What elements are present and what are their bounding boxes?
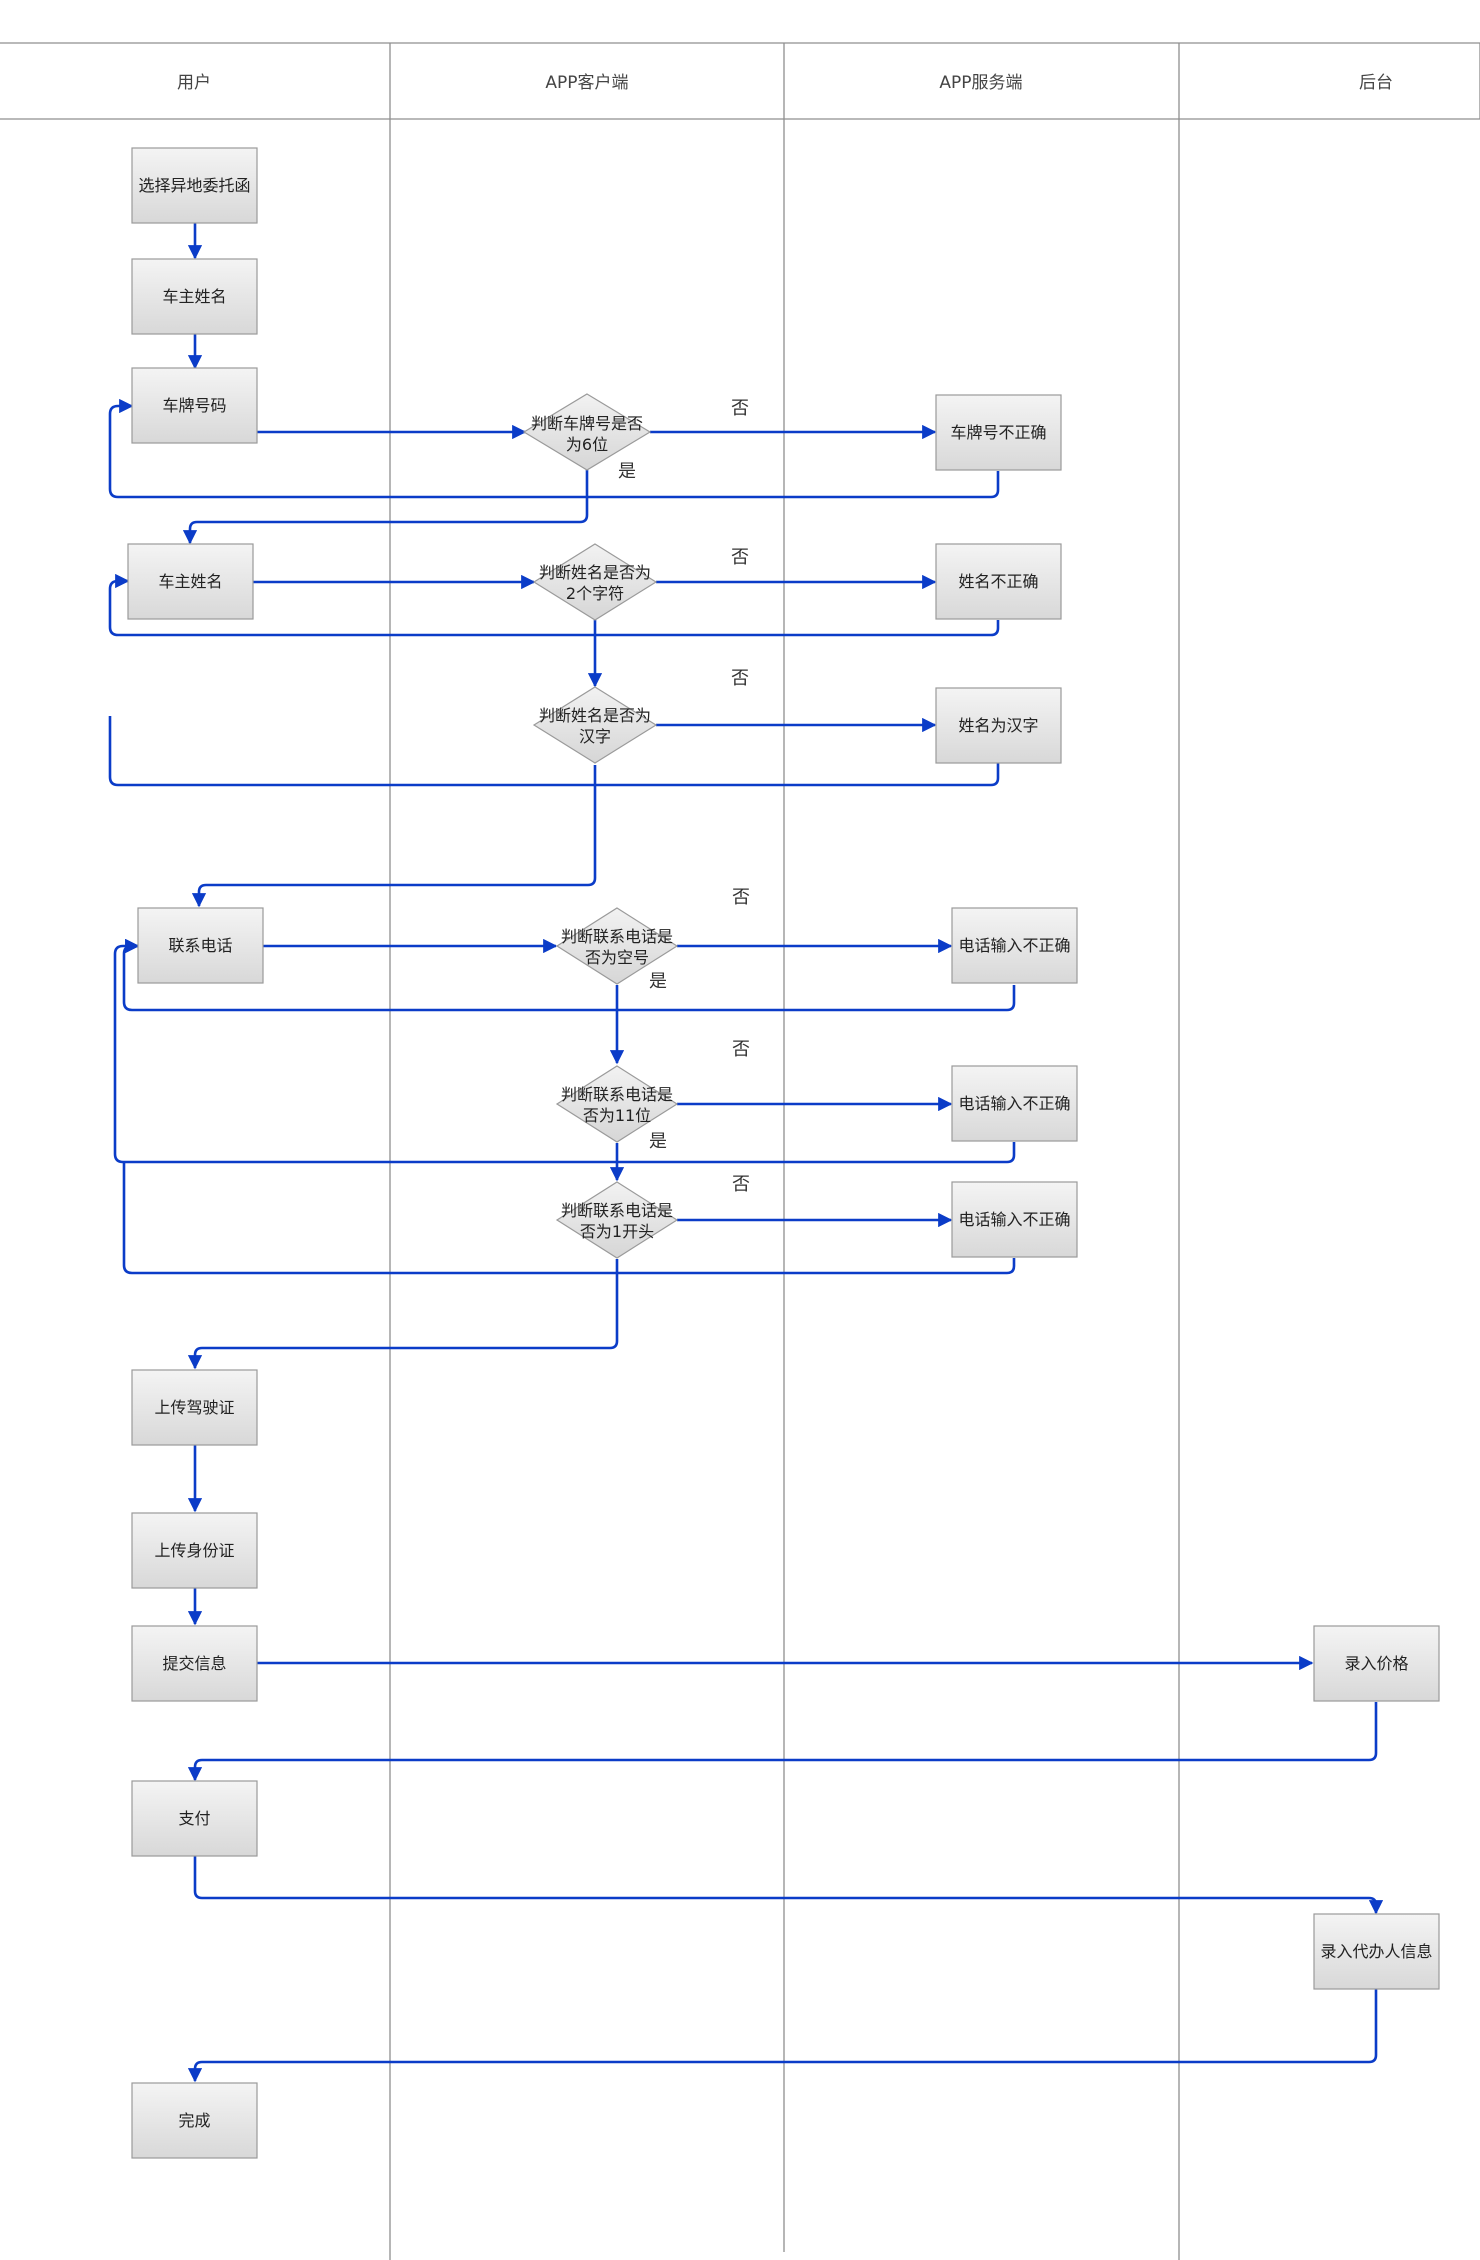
node-phone-label: 联系电话	[168, 936, 232, 955]
label-plate-no: 否	[731, 398, 749, 419]
edge-plate-check-yes	[182, 470, 589, 545]
node-upload-license-label: 上传驾驶证	[154, 1398, 234, 1417]
node-enter-price	[1313, 1625, 1440, 1702]
decision-phone-11	[555, 1065, 679, 1143]
connectors	[108, 223, 1384, 2083]
node-phone-error-2-label: 电话输入不正确	[958, 1094, 1070, 1113]
decision-plate-6-line1: 判断车牌号是否	[531, 414, 643, 433]
node-submit-label: 提交信息	[162, 1654, 226, 1673]
decision-phone-11-line1: 判断联系电话是	[561, 1085, 673, 1104]
node-phone-error-3-label: 电话输入不正确	[958, 1210, 1070, 1229]
node-enter-price-label: 录入价格	[1344, 1654, 1408, 1673]
node-enter-agent-label: 录入代办人信息	[1320, 1942, 1432, 1961]
node-name-error	[935, 543, 1062, 620]
node-phone-error-2	[951, 1065, 1078, 1142]
node-owner-name-1-label: 车主姓名	[162, 287, 226, 306]
edge-price-to-pay	[187, 1702, 1378, 1782]
edge-plate-error-return	[108, 398, 1000, 499]
label-han-no: 否	[731, 668, 749, 689]
node-upload-id-label: 上传身份证	[154, 1541, 234, 1560]
node-owner-name-2	[127, 543, 254, 620]
edge-pay-to-agent	[193, 1856, 1384, 1915]
node-phone-error-3	[951, 1181, 1078, 1258]
node-done-label: 完成	[178, 2111, 210, 2130]
decision-name-han-line1: 判断姓名是否为	[539, 706, 651, 725]
node-name-han	[935, 687, 1062, 764]
node-upload-id	[131, 1512, 258, 1589]
node-select-letter-label: 选择异地委托函	[138, 176, 250, 195]
label-name2-no: 否	[731, 547, 749, 568]
decision-phone-11-line2: 否为11位	[583, 1106, 651, 1125]
node-done	[131, 2082, 258, 2159]
decision-phone-empty-line1: 判断联系电话是	[561, 927, 673, 946]
decision-phone-1-line2: 否为1开头	[580, 1222, 654, 1241]
node-upload-license	[131, 1369, 258, 1446]
edge-labels: 否 是 否 否 否 是 否 是 否	[618, 398, 750, 1195]
node-phone-error-1	[951, 907, 1078, 984]
node-owner-name-1	[131, 258, 258, 335]
node-name-han-label: 姓名为汉字	[958, 716, 1038, 735]
node-pay	[131, 1780, 258, 1857]
label-p11-no: 否	[732, 1039, 750, 1060]
decision-name-han	[532, 686, 658, 764]
label-p11-yes: 是	[649, 1131, 667, 1152]
decision-phone-empty	[555, 907, 679, 985]
edge-phone-error2-return	[113, 938, 1016, 1164]
decision-name-2char-line1: 判断姓名是否为	[539, 563, 651, 582]
edge-han-return	[108, 716, 1000, 787]
lane-title-backend: 后台	[1359, 73, 1393, 93]
decision-name-han-line2: 汉字	[579, 727, 611, 746]
node-enter-agent	[1313, 1913, 1440, 1990]
node-plate-no-label: 车牌号码	[162, 396, 226, 415]
decision-plate-6	[522, 393, 652, 471]
node-name-error-label: 姓名不正确	[958, 572, 1038, 591]
node-phone-error-1-label: 电话输入不正确	[958, 936, 1070, 955]
decision-name-2char	[532, 543, 658, 621]
label-empty-yes: 是	[649, 971, 667, 992]
node-submit	[131, 1625, 258, 1702]
edge-p1-check-yes	[187, 1259, 619, 1370]
swimlane-grid: 用户 APP客户端 APP服务端 后台	[0, 42, 1480, 2260]
nodes: 选择异地委托函 车主姓名 车牌号码 判断车牌号是否 为6位 车牌号不正确 车主姓…	[127, 147, 1440, 2159]
decision-plate-6-line2: 为6位	[566, 435, 608, 454]
lane-title-app-server: APP服务端	[939, 73, 1022, 93]
decision-name-2char-line2: 2个字符	[566, 584, 624, 603]
node-pay-label: 支付	[178, 1809, 210, 1828]
edge-phone-error3-return	[122, 1163, 1016, 1275]
node-select-letter	[131, 147, 258, 224]
label-plate-yes: 是	[618, 461, 636, 482]
decision-phone-1-line1: 判断联系电话是	[561, 1201, 673, 1220]
lane-title-app-client: APP客户端	[545, 73, 628, 93]
node-plate-error	[935, 394, 1062, 471]
node-owner-name-2-label: 车主姓名	[158, 572, 222, 591]
label-p1-no: 否	[732, 1174, 750, 1195]
decision-phone-1	[555, 1181, 679, 1259]
edge-agent-to-done	[187, 1989, 1378, 2083]
decision-phone-empty-line2: 否为空号	[585, 948, 649, 967]
edge-name-error-return	[108, 573, 1000, 637]
node-plate-error-label: 车牌号不正确	[950, 423, 1046, 442]
label-empty-no: 否	[732, 887, 750, 908]
edge-han-check-yes	[191, 765, 597, 908]
lane-title-user: 用户	[177, 73, 211, 93]
node-plate-no	[131, 367, 258, 444]
node-phone	[137, 907, 264, 984]
